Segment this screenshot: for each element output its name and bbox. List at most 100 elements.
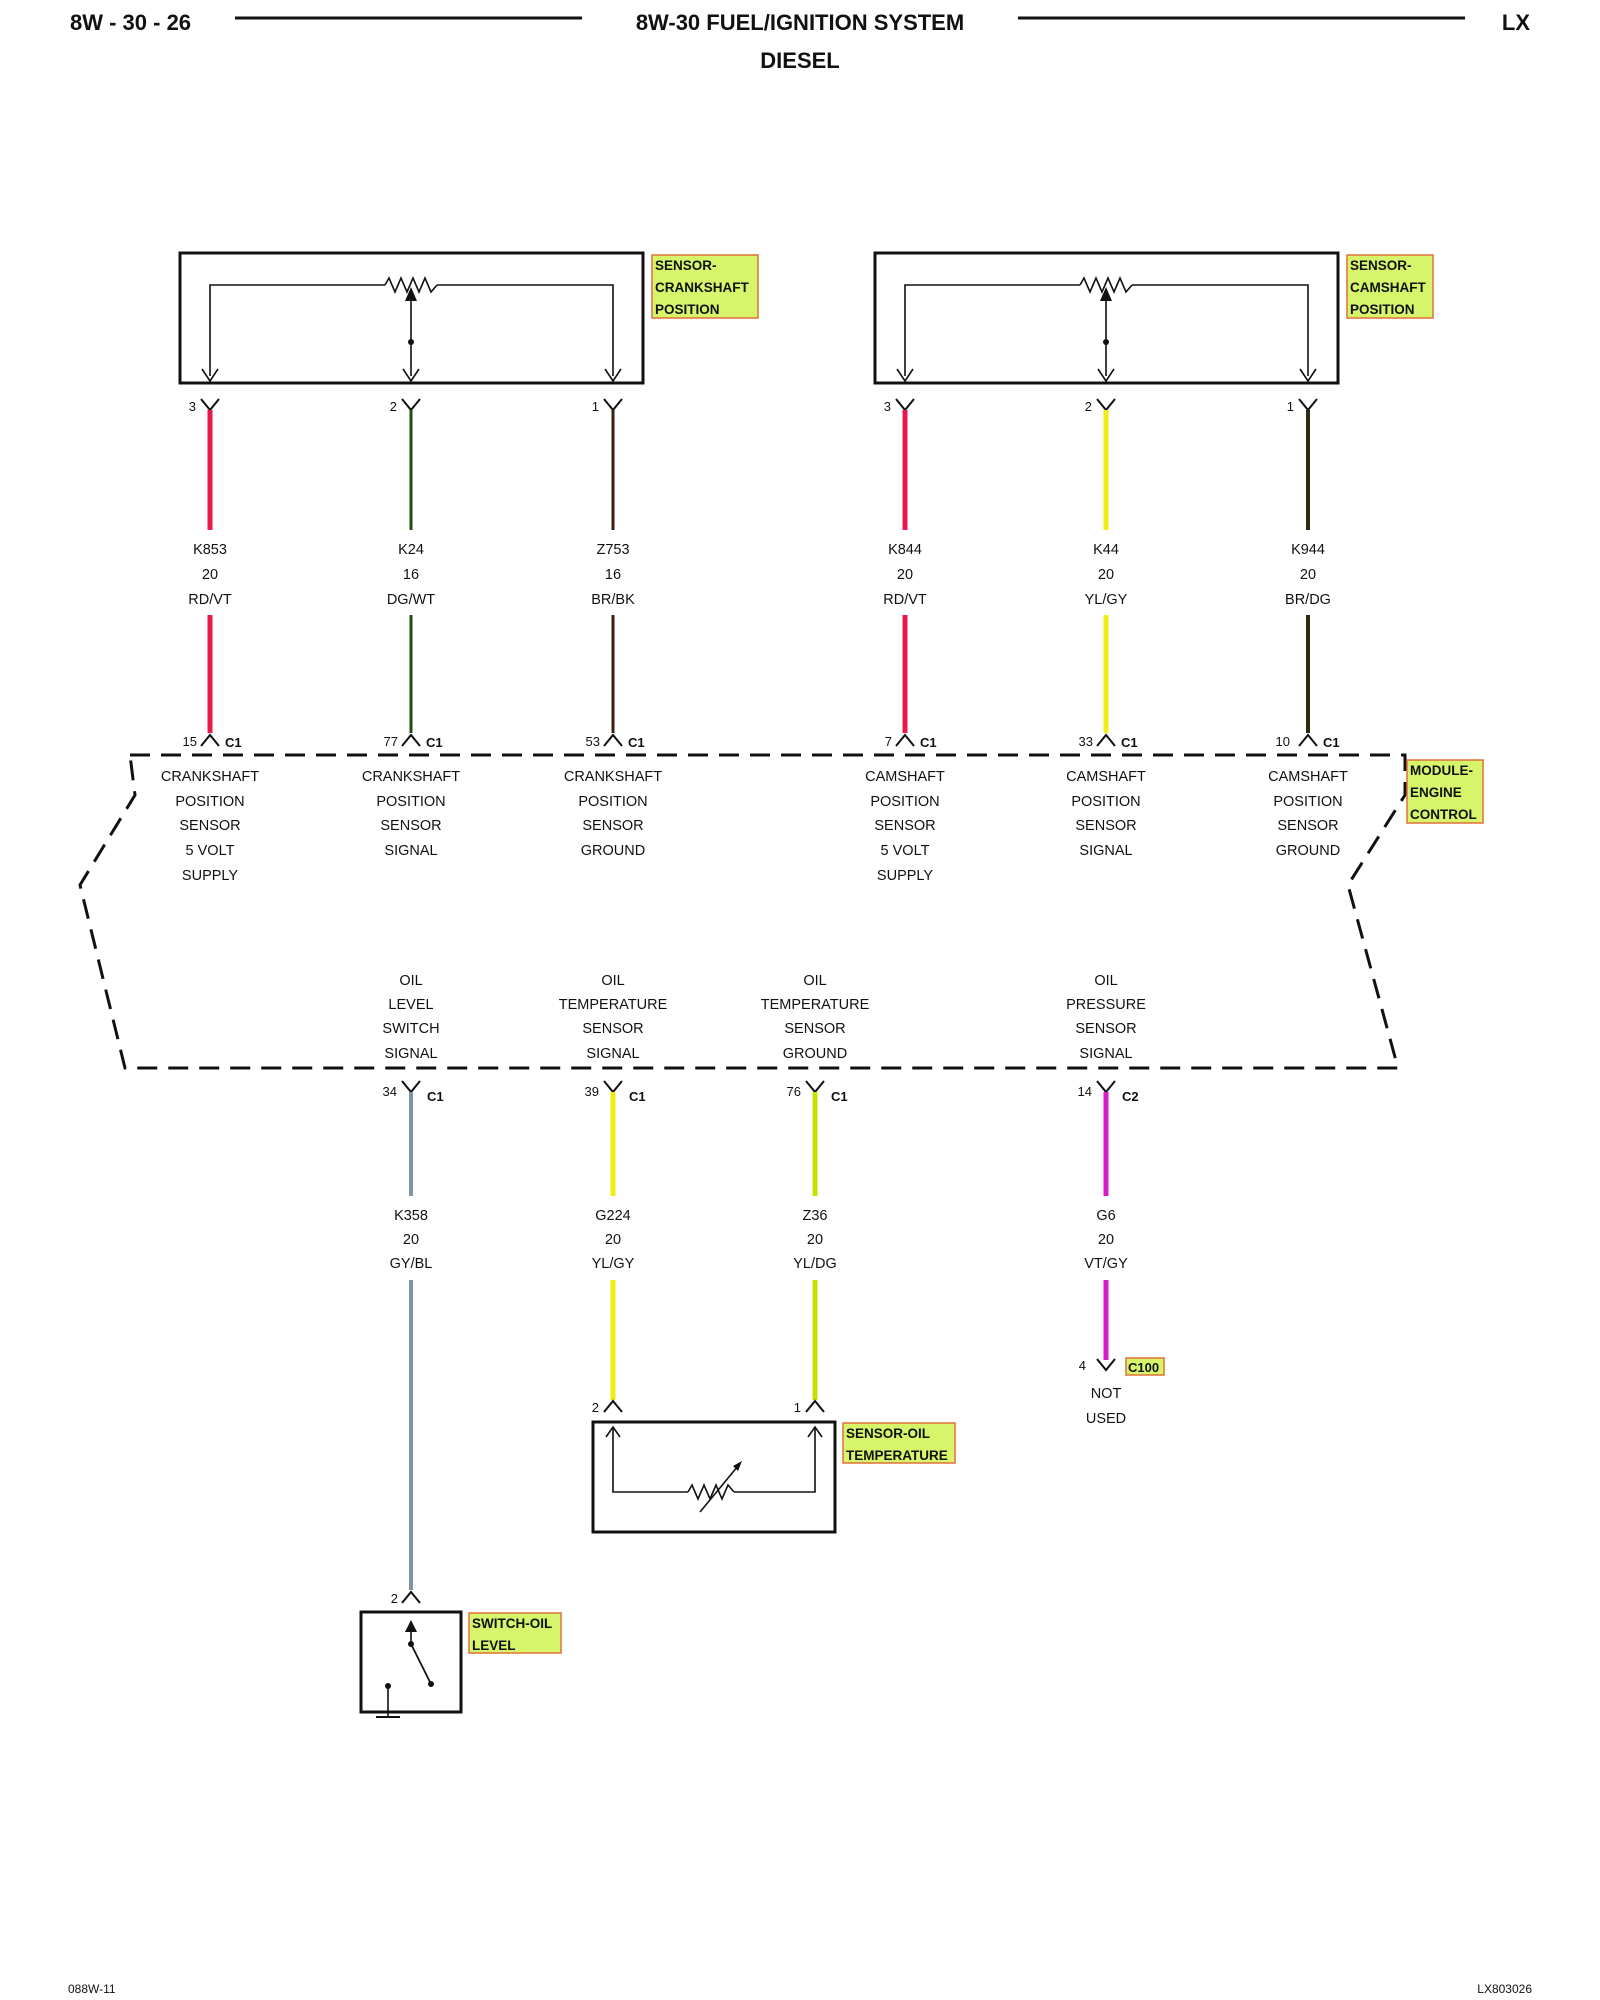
z753-color-code: BR/BK — [591, 592, 635, 608]
oil-level-switch-label-1: SWITCH-OIL — [472, 1616, 552, 1631]
g6-connector: C2 — [1122, 1089, 1139, 1104]
k944-circuit: K944 — [1291, 542, 1325, 558]
k24-connector: C1 — [426, 735, 443, 750]
c100-pin: 4 — [1079, 1358, 1086, 1373]
k358-ecm-terminal-icon — [401, 1080, 421, 1094]
k944-ecm-terminal-icon — [1298, 733, 1318, 747]
switch-blade-icon — [410, 1643, 431, 1683]
k853-function-3: SENSOR — [179, 818, 240, 834]
wire-k358: OIL LEVEL SWITCH SIGNAL 34 C1 K358 20 GY… — [382, 973, 443, 1606]
k358-function-4: SIGNAL — [384, 1046, 437, 1062]
g224-gauge: 20 — [605, 1232, 621, 1248]
k24-function-1: CRANKSHAFT — [362, 769, 460, 785]
k358-function-2: LEVEL — [388, 997, 433, 1013]
page-subtitle: DIESEL — [760, 48, 839, 73]
z753-gauge: 16 — [605, 567, 621, 583]
oil-level-switch: SWITCH-OIL LEVEL — [359, 1610, 562, 1718]
wire-g224: OIL TEMPERATURE SENSOR SIGNAL 39 C1 G224… — [559, 973, 668, 1415]
k358-color-code: GY/BL — [390, 1256, 433, 1272]
k853-ecm-terminal-icon — [200, 733, 220, 747]
oil-temp-sensor-pin-1: 1 — [794, 1400, 801, 1415]
ckp-pin-2: 2 — [390, 399, 397, 414]
k44-function-3: SENSOR — [1075, 818, 1136, 834]
oil-level-switch-label-2: LEVEL — [472, 1638, 516, 1653]
cmp-inner-right — [1132, 284, 1309, 376]
thermistor-variable-line — [699, 1465, 739, 1513]
g6-function-2: PRESSURE — [1066, 997, 1146, 1013]
oil-temp-inner-left — [612, 1428, 688, 1493]
g6-gauge: 20 — [1098, 1232, 1114, 1248]
g224-circuit: G224 — [595, 1208, 630, 1224]
ecm-tag — [1406, 759, 1484, 824]
cmp-pin3-arrow-icon — [896, 368, 914, 383]
k944-ecm-pin: 10 — [1276, 734, 1290, 749]
k358-connector: C1 — [427, 1089, 444, 1104]
g224-ecm-terminal-icon — [603, 1080, 623, 1094]
c100-terminal-icon — [1096, 1358, 1116, 1372]
cmp-pin-3: 3 — [884, 399, 891, 414]
k844-function-3: SENSOR — [874, 818, 935, 834]
g224-ecm-pin: 39 — [585, 1084, 599, 1099]
oil-level-switch-box — [359, 1610, 463, 1714]
cmp-inner-left — [904, 284, 1080, 376]
k944-function-1: CAMSHAFT — [1268, 769, 1348, 785]
k44-function-1: CAMSHAFT — [1066, 769, 1146, 785]
k358-ecm-pin: 34 — [383, 1084, 397, 1099]
crankshaft-sensor-label-2: CRANKSHAFT — [655, 280, 749, 295]
k358-function-3: SWITCH — [382, 1021, 439, 1037]
crankshaft-sensor-box — [178, 251, 645, 385]
z36-connector: C1 — [831, 1089, 848, 1104]
k44-sensor-terminal-icon — [1096, 398, 1116, 412]
ecm-label-3: CONTROL — [1410, 807, 1477, 822]
g6-function-3: SENSOR — [1075, 1021, 1136, 1037]
z36-gauge: 20 — [807, 1232, 823, 1248]
ckp-pin2-arrow-icon — [402, 368, 420, 383]
ecm-label-1: MODULE- — [1410, 763, 1473, 778]
wire-g6: OIL PRESSURE SENSOR SIGNAL 14 C2 G6 20 V… — [1066, 973, 1165, 1427]
wire-k944: 1 K944 20 BR/DG 10 C1 CAMSHAFT POSITION … — [1268, 398, 1348, 859]
k944-connector: C1 — [1323, 735, 1340, 750]
k844-color-code: RD/VT — [883, 592, 927, 608]
oil-temp-sensor-box — [591, 1420, 837, 1534]
k844-function-5: SUPPLY — [877, 868, 933, 884]
wire-z36: OIL TEMPERATURE SENSOR GROUND 76 C1 Z36 … — [761, 973, 870, 1415]
k44-color-code: YL/GY — [1085, 592, 1128, 608]
ckp-wiper-arrow-icon — [405, 287, 417, 301]
cmp-pin-1: 1 — [1287, 399, 1294, 414]
camshaft-sensor-label-3: POSITION — [1350, 302, 1415, 317]
k358-switch-terminal-icon — [401, 1590, 421, 1604]
oil-temp-sensor-label-2: TEMPERATURE — [846, 1448, 948, 1463]
wire-k844: 3 K844 20 RD/VT 7 C1 CAMSHAFT POSITION S… — [865, 398, 945, 884]
k853-sensor-terminal-icon — [200, 398, 220, 412]
k853-ecm-pin: 15 — [183, 734, 197, 749]
k44-ecm-pin: 33 — [1079, 734, 1093, 749]
k358-circuit: K358 — [394, 1208, 428, 1224]
g6-ecm-pin: 14 — [1078, 1084, 1092, 1099]
k944-sensor-terminal-icon — [1298, 398, 1318, 412]
k853-function-2: POSITION — [175, 794, 244, 810]
g224-color-code: YL/GY — [592, 1256, 635, 1272]
k24-ecm-pin: 77 — [384, 734, 398, 749]
k944-function-4: GROUND — [1276, 843, 1340, 859]
not-used-note-2: USED — [1086, 1411, 1126, 1427]
page-title: 8W-30 FUEL/IGNITION SYSTEM — [636, 10, 964, 35]
crankshaft-sensor-tag — [651, 254, 759, 319]
cmp-pin1-arrow-icon — [1299, 368, 1317, 383]
k944-color-code: BR/DG — [1285, 592, 1331, 608]
oil-temp-sensor-tag — [842, 1422, 956, 1464]
cmp-wiper-dot — [1103, 339, 1109, 345]
top-circuit-wires: 3 K853 20 RD/VT 15 C1 CRANKSHAFT POSITIO… — [161, 398, 1348, 884]
k844-ecm-terminal-icon — [895, 733, 915, 747]
header: 8W - 30 - 26 8W-30 FUEL/IGNITION SYSTEM … — [70, 10, 1530, 73]
ckp-pin-3: 3 — [189, 399, 196, 414]
k844-connector: C1 — [920, 735, 937, 750]
switch-contact-dot — [428, 1681, 434, 1687]
z753-sensor-terminal-icon — [603, 398, 623, 412]
z36-function-1: OIL — [803, 973, 826, 989]
z753-function-3: SENSOR — [582, 818, 643, 834]
z36-color-code: YL/DG — [793, 1256, 837, 1272]
camshaft-sensor-box — [873, 251, 1340, 385]
wire-k44: 2 K44 20 YL/GY 33 C1 CAMSHAFT POSITION S… — [1066, 398, 1146, 859]
camshaft-sensor-label-2: CAMSHAFT — [1350, 280, 1426, 295]
k853-gauge: 20 — [202, 567, 218, 583]
